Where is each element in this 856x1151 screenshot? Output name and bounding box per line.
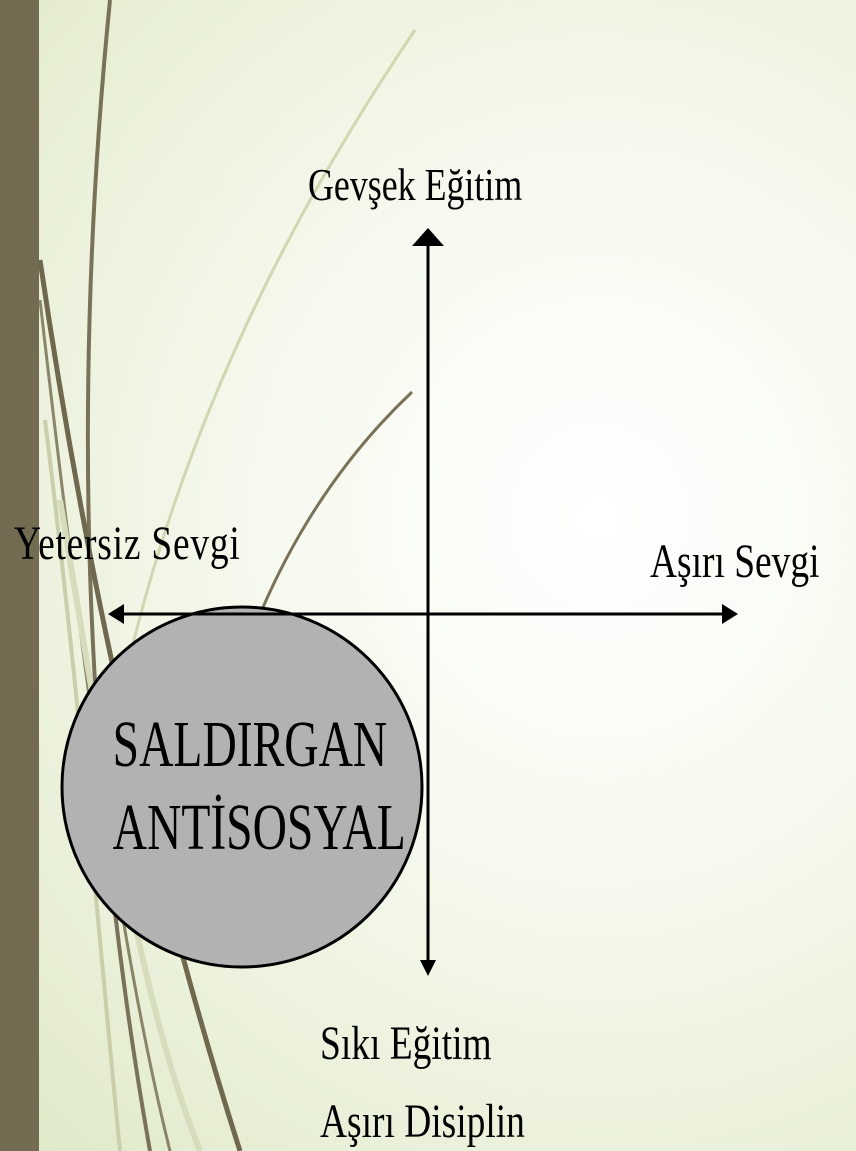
arrow-up-icon: [412, 228, 444, 246]
side-bar: [0, 0, 39, 1151]
axis-label-left: Yetersiz Sevgi: [14, 517, 241, 570]
grass-stroke: [118, 29, 417, 701]
axis-label-top: Gevşek Eğitim: [308, 159, 523, 210]
axis-label-bottom-line1: Sıkı Eğitim: [320, 1017, 492, 1070]
grass-stroke: [85, 0, 152, 1151]
arrow-down-icon: [420, 960, 436, 976]
axis-label-bottom-line2: Aşırı Disiplin: [320, 1095, 525, 1148]
circle-label-line1: SALDIRGAN: [112, 708, 388, 781]
arrow-right-icon: [722, 604, 738, 624]
saldirgan-circle: [60, 605, 424, 969]
arrow-left-icon: [108, 604, 124, 624]
circle-label-line2: ANTİSOSYAL: [112, 791, 406, 864]
axis-label-right: Aşırı Sevgi: [650, 535, 820, 588]
